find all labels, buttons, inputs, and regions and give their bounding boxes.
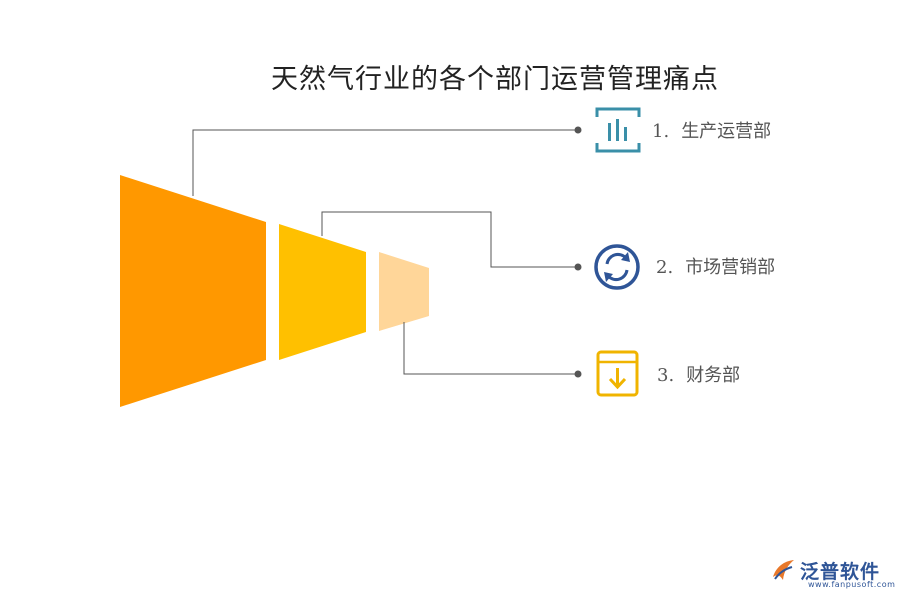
bar-chart-icon (595, 107, 641, 153)
refresh-icon (594, 244, 640, 290)
item-text-1: 生产运营部 (681, 121, 772, 142)
connector-dot-2 (574, 263, 582, 271)
brand-logo: 泛普软件 (770, 554, 880, 586)
item-label-3: 3. 财务部 (657, 361, 740, 387)
item-label-1: 1. 生产运营部 (652, 117, 771, 143)
item-number-1: 1. (652, 121, 670, 142)
connector-line-3 (403, 322, 578, 375)
connector-dot-3 (574, 370, 582, 378)
funnel-segment-1 (120, 175, 266, 407)
item-text-2: 市场营销部 (685, 257, 776, 278)
connector-line-2 (321, 211, 578, 268)
funnel-segment-2 (279, 224, 366, 360)
download-box-icon (596, 350, 639, 397)
logo-text: 泛普软件 (800, 560, 881, 583)
logo-url: www.fanpusoft.com (808, 580, 896, 589)
logo-mark-icon (773, 560, 794, 580)
page-title: 天然气行业的各个部门运营管理痛点 (271, 64, 719, 95)
connector-dot-1 (574, 126, 582, 134)
item-number-2: 2. (656, 257, 674, 278)
item-number-3: 3. (657, 365, 675, 386)
item-text-3: 财务部 (686, 365, 741, 386)
item-label-2: 2. 市场营销部 (656, 253, 775, 279)
funnel-segment-3 (379, 252, 429, 331)
connector-line-1 (192, 129, 578, 196)
